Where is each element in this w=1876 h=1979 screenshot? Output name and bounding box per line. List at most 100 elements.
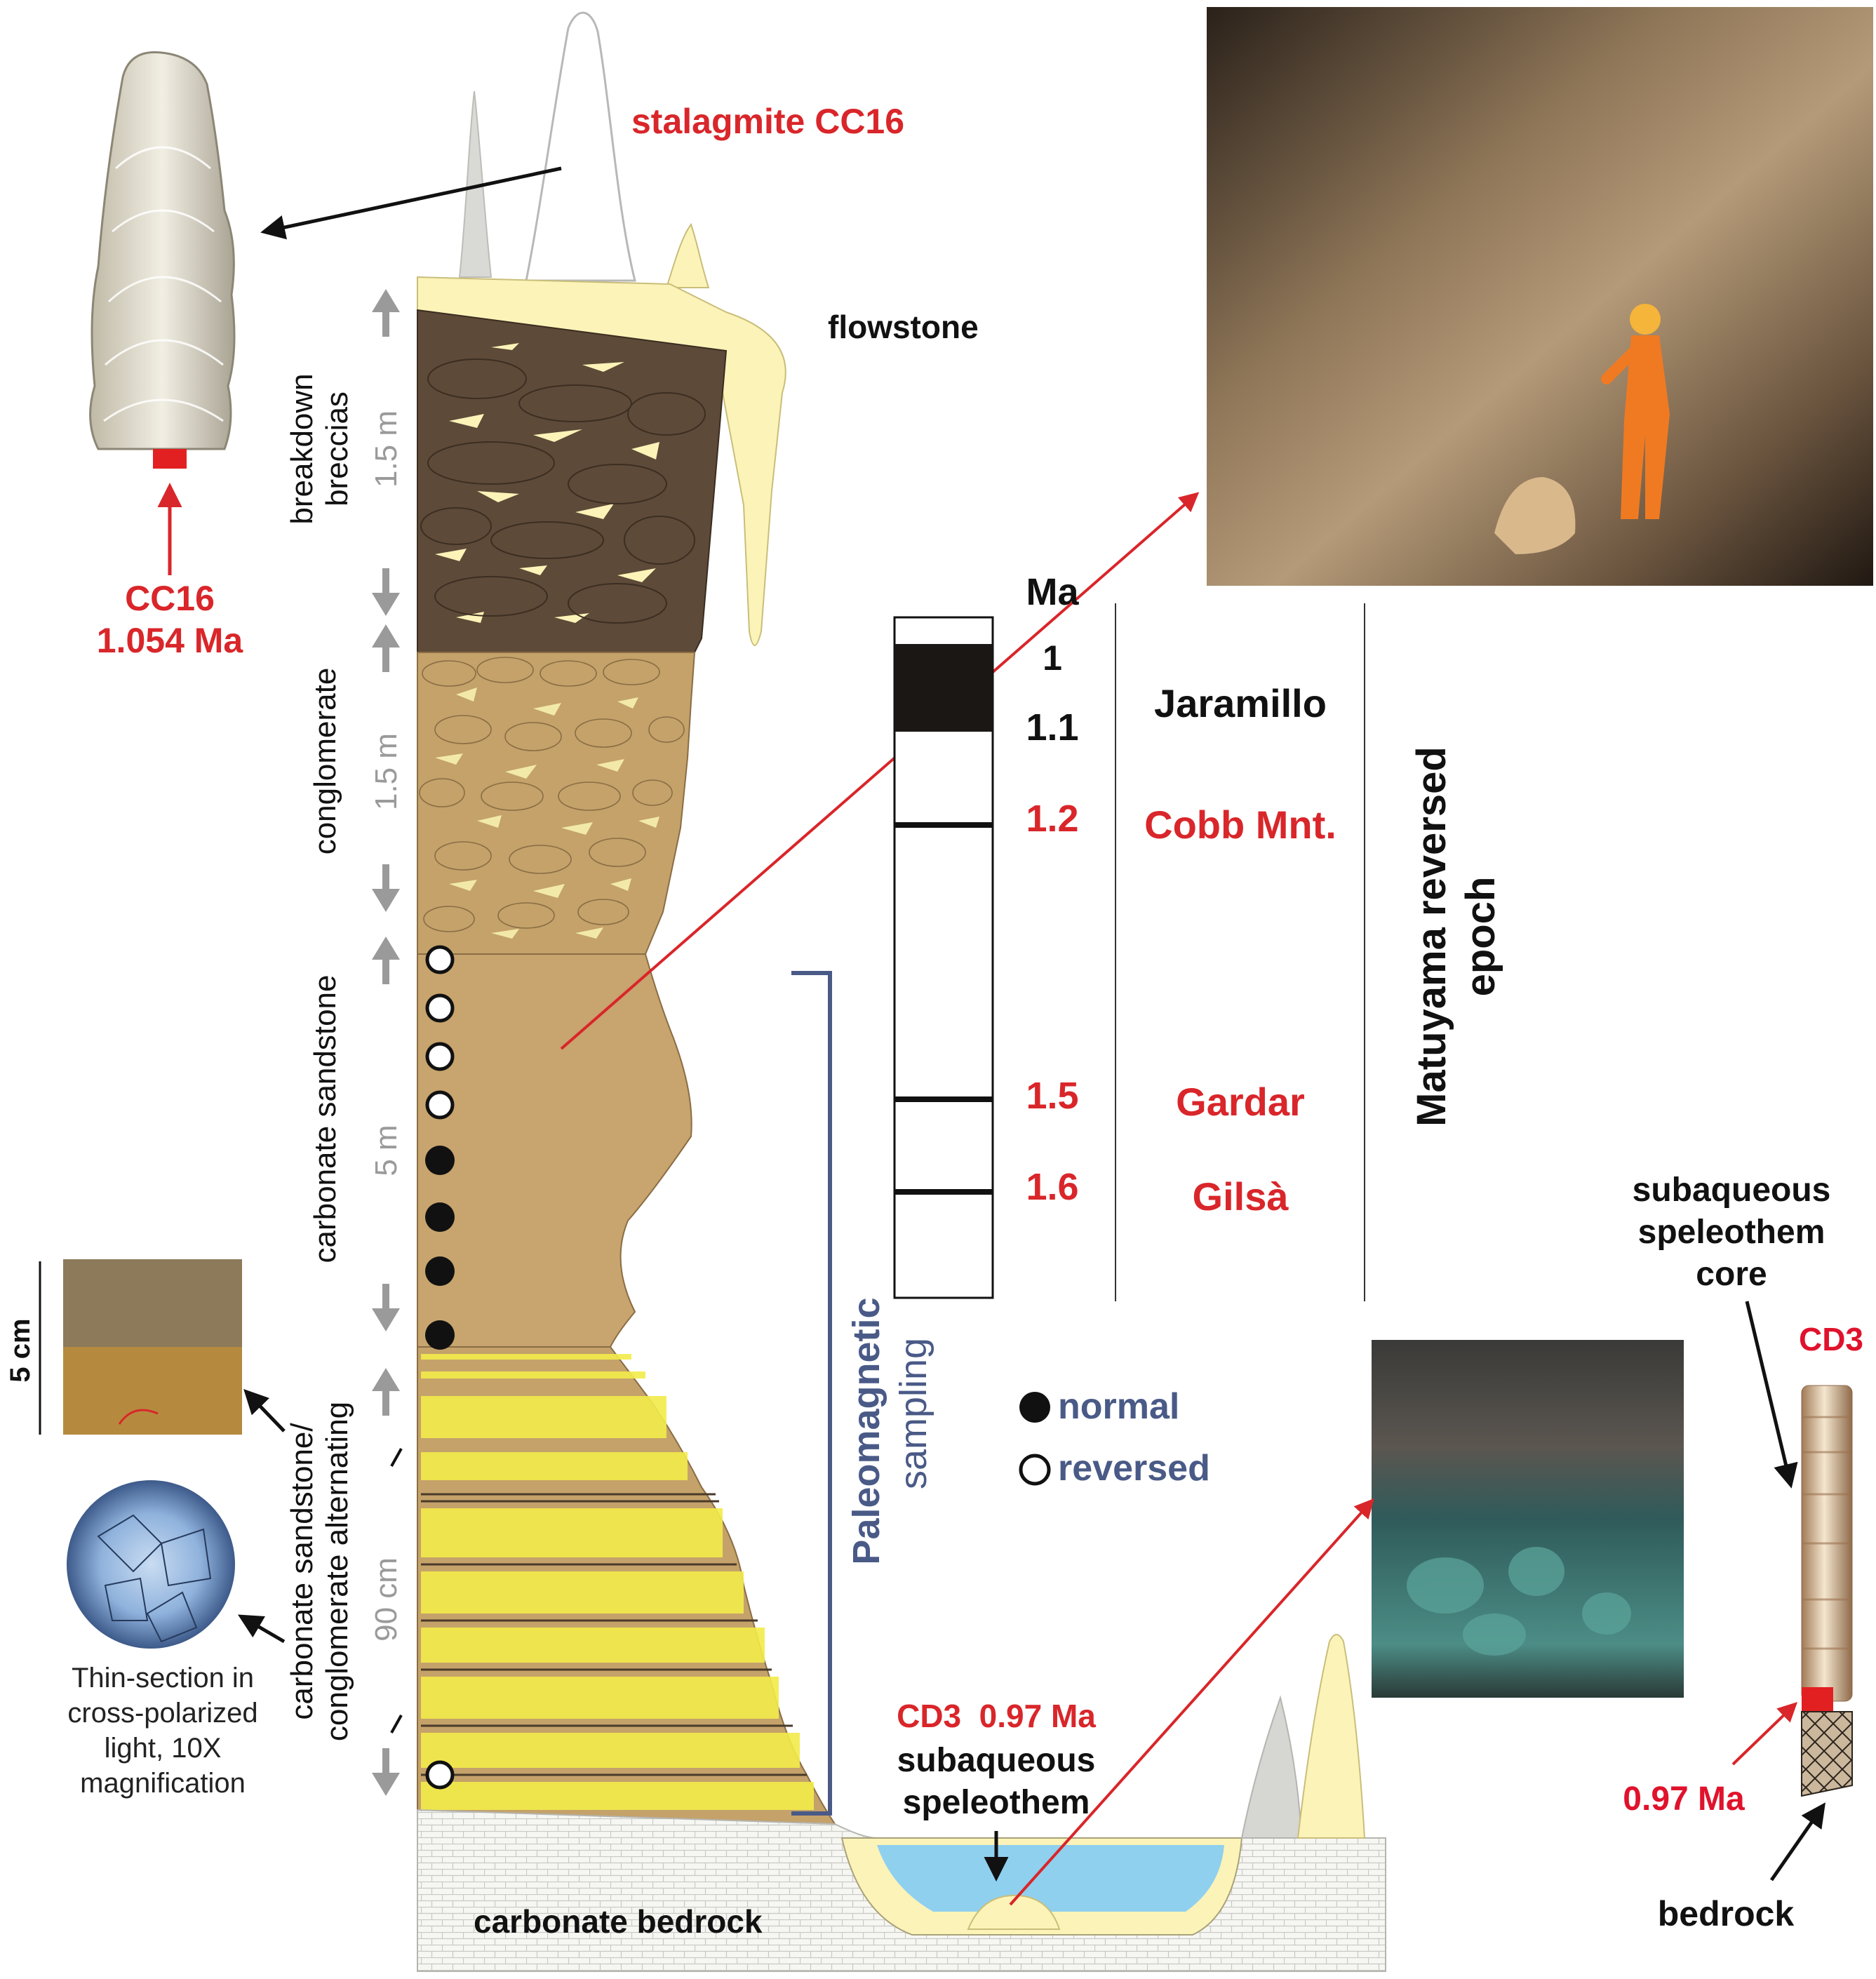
breccia-fractures <box>435 343 659 623</box>
paleomag-samples <box>425 945 455 1790</box>
legend-normal-label: normal <box>1058 1386 1179 1427</box>
sandstone-photo-lower <box>63 1347 242 1435</box>
stalagmite-pointer-arrow <box>260 166 562 240</box>
age-tick-1: 1 <box>1043 638 1062 678</box>
bedrock-stalagmite-yellow <box>1297 1634 1366 1839</box>
cobb-mnt-line <box>895 822 993 828</box>
sample-dot-normal <box>425 1256 455 1286</box>
core-bedrock-pointer <box>1769 1802 1825 1881</box>
alternating-thickness: 90 cm <box>369 1557 403 1642</box>
sandstone-photo-red-mark <box>118 1409 159 1425</box>
alternating-slash-top <box>390 1448 403 1467</box>
event-jaramillo: Jaramillo <box>1154 681 1327 725</box>
flowstone-label: flowstone <box>828 309 979 345</box>
stalagmite-title: stalagmite CC16 <box>631 102 904 141</box>
epoch-label-1: Matuyama reversed <box>1409 746 1454 1127</box>
caver-figure <box>1601 304 1670 519</box>
alternating-slash-bottom <box>390 1715 403 1733</box>
gilsa-line <box>895 1189 993 1195</box>
speleothem-photo-pointer <box>1009 1498 1374 1906</box>
core-title-2: speleothem <box>1638 1214 1825 1251</box>
thin-section-caption-4: magnification <box>80 1768 246 1799</box>
thin-section-photo <box>67 1480 235 1649</box>
core-bedrock-base <box>1801 1711 1853 1797</box>
sample-dot-normal <box>425 1202 455 1232</box>
breccia-block-outlines <box>420 358 706 624</box>
conglomerate-thickness: 1.5 m <box>369 733 403 810</box>
carbonate-sandstone-unit <box>417 953 692 1348</box>
conglomerate-unit <box>417 652 696 955</box>
core-id-label: CD3 <box>1799 1321 1863 1357</box>
event-cobb-mnt: Cobb Mnt. <box>1144 803 1336 847</box>
core-title-pointer <box>1745 1301 1798 1489</box>
alternating-dark-laminae <box>421 1493 807 1776</box>
flowstone <box>417 276 786 646</box>
alternating-yellow-laminae <box>421 1354 814 1810</box>
thin-section-caption-2: cross-polarized <box>67 1698 257 1729</box>
conglomerate-label: conglomerate <box>308 668 342 855</box>
core-title-1: subaqueous <box>1633 1172 1831 1209</box>
conglomerate-clasts <box>419 657 685 932</box>
arrow-alternating <box>372 1368 400 1796</box>
sample-dot-reversed <box>425 1760 455 1790</box>
legend-reversed-label: reversed <box>1058 1448 1210 1489</box>
thin-section-caption-1: Thin-section in <box>72 1663 254 1693</box>
cc16-sample-marker <box>153 449 187 469</box>
age-tick-1-5: 1.5 <box>1026 1075 1078 1117</box>
cc16-age-label: 1.054 Ma <box>97 621 244 660</box>
core-bedrock-label: bedrock <box>1658 1894 1795 1933</box>
scale-bar-label: 5 cm <box>5 1318 36 1382</box>
stalagmite-yellow <box>665 222 710 288</box>
subaqueous-photo-nodules <box>1407 1547 1631 1656</box>
core-age-pointer <box>1731 1702 1798 1766</box>
sample-dot-reversed <box>425 1090 455 1120</box>
paleomag-bracket <box>791 971 832 1816</box>
age-tick-1-1: 1.1 <box>1026 706 1078 749</box>
cc16-growth-layers <box>103 146 224 422</box>
conglomerate-matrix <box>435 687 659 939</box>
gardar-line <box>895 1096 993 1102</box>
core-title-3: core <box>1696 1256 1767 1293</box>
core-bands <box>1803 1416 1851 1650</box>
cd3-pool-label-1: subaqueous <box>897 1742 1096 1779</box>
cc16-id-label: CC16 <box>125 579 215 618</box>
paleomag-label-2: sampling <box>892 1338 934 1489</box>
epoch-label-2: epoch <box>1458 877 1503 997</box>
sample-dot-reversed <box>425 993 455 1023</box>
cd3-pool-label-2: speleothem <box>903 1784 1090 1821</box>
paleomag-label-1: Paleomagnetic <box>845 1297 887 1564</box>
sandstone-thickness: 5 m <box>369 1125 403 1176</box>
alternating-label-2: conglomerate alternating <box>320 1402 354 1741</box>
thin-section-pointer <box>237 1614 286 1644</box>
bedrock-stalagmite-gray <box>1240 1695 1303 1839</box>
core-age-label: 0.97 Ma <box>1623 1780 1745 1818</box>
age-tick-1-6: 1.6 <box>1026 1166 1078 1208</box>
sandstone-photo-pointer <box>243 1388 286 1433</box>
sample-dot-normal <box>425 1320 455 1350</box>
sandstone-photo-pointer <box>560 492 1200 1050</box>
sample-dot-reversed <box>425 945 455 974</box>
cave-rock-blob <box>1494 477 1576 554</box>
thin-section-caption-3: light, 10X <box>105 1733 222 1764</box>
ma-header: Ma <box>1026 571 1079 613</box>
bedrock-label: carbonate bedrock <box>474 1903 763 1940</box>
breakdown-breccias-unit <box>417 309 728 653</box>
breccias-label-2: breccias <box>320 391 354 507</box>
breccias-thickness: 1.5 m <box>369 410 403 488</box>
pool-water <box>877 1845 1224 1912</box>
age-tick-1-2: 1.2 <box>1026 798 1078 840</box>
sample-dot-normal <box>425 1146 455 1175</box>
thin-section-grains <box>97 1514 212 1643</box>
alternating-label-1: carbonate sandstone/ <box>285 1423 319 1720</box>
legend-normal-symbol <box>1019 1392 1050 1423</box>
legend-reversed-symbol <box>1019 1454 1051 1486</box>
sandstone-label: carbonate sandstone <box>308 975 342 1263</box>
thickness-arrows <box>372 289 400 1796</box>
event-gardar: Gardar <box>1176 1080 1305 1124</box>
arrow-conglomerate <box>372 624 400 912</box>
core-sample-marker <box>1802 1687 1833 1712</box>
cd3-pool-title: CD3 0.97 Ma <box>897 1698 1096 1734</box>
jaramillo-normal-band <box>895 644 993 732</box>
